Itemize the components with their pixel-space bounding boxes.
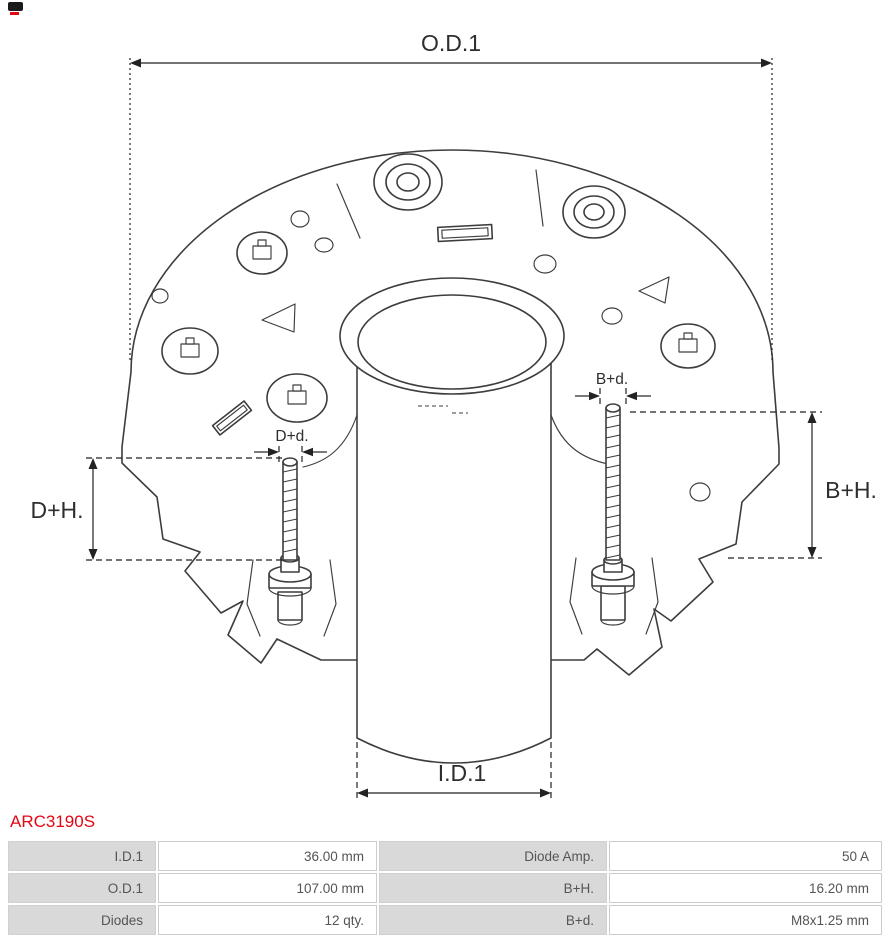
dimension-id1: I.D.1	[356, 742, 552, 800]
spec-label: I.D.1	[8, 841, 156, 871]
spec-label: Diode Amp.	[379, 841, 607, 871]
spec-table: I.D.1 36.00 mm Diode Amp. 50 A O.D.1 107…	[8, 841, 882, 935]
spec-label: O.D.1	[8, 873, 156, 903]
technical-drawing: O.D.1 I.D.1 D+H. B+H.	[30, 30, 877, 800]
dimension-bd: B+d.	[575, 371, 651, 408]
dim-label-bd: B+d.	[596, 371, 628, 388]
terminal-holes	[161, 231, 716, 423]
small-holes	[151, 210, 711, 502]
part-number: ARC3190S	[10, 812, 96, 831]
dim-label-bh: B+H.	[825, 477, 877, 503]
spec-label: B+d.	[379, 905, 607, 935]
b-plus-stud	[591, 403, 635, 626]
slots-and-stamps	[211, 223, 670, 436]
d-plus-stud	[268, 457, 312, 626]
dim-label-id1: I.D.1	[438, 760, 487, 786]
brand-logo-icon	[8, 2, 23, 15]
dim-label-od1: O.D.1	[421, 30, 481, 56]
grommet-holes	[373, 153, 626, 239]
dim-label-dh: D+H.	[30, 497, 83, 523]
dimension-bh: B+H.	[630, 411, 877, 559]
dimension-dh: D+H.	[30, 457, 283, 561]
spec-value: 16.20 mm	[609, 873, 882, 903]
spec-value: M8x1.25 mm	[609, 905, 882, 935]
spec-value: 107.00 mm	[158, 873, 377, 903]
spec-label: Diodes	[8, 905, 156, 935]
spec-label: B+H.	[379, 873, 607, 903]
dimension-dd: D+d.	[254, 428, 327, 466]
center-bore-tube	[339, 277, 565, 764]
spec-value: 12 qty.	[158, 905, 377, 935]
spec-value: 36.00 mm	[158, 841, 377, 871]
spec-value: 50 A	[609, 841, 882, 871]
dimension-od1: O.D.1	[129, 30, 773, 362]
dim-label-dd: D+d.	[275, 428, 308, 445]
